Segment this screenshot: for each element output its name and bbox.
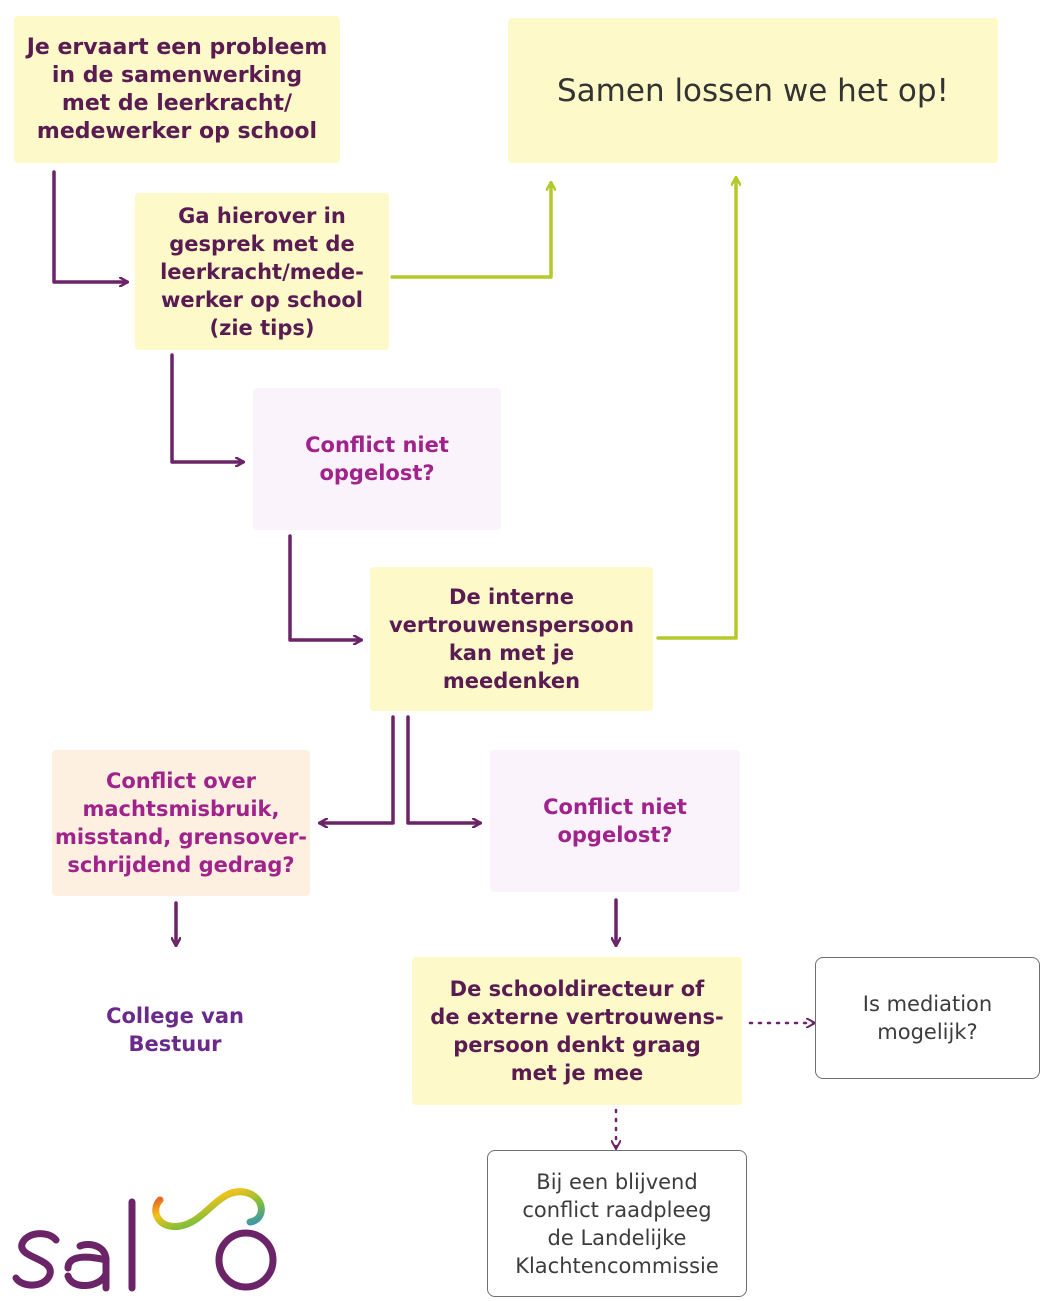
box-start-text: Je ervaart een probleem in de samenwerki… [26, 34, 328, 144]
box-internal-text: De interne vertrouwenspersoon kan met je… [388, 585, 635, 693]
arrow-internal-to-not-solved-2 [406, 715, 480, 823]
box-solved: Samen lossen we het op! [508, 18, 998, 163]
box-commission: Bij een blijvend conflict raadpleeg de L… [487, 1150, 747, 1297]
box-abuse: Conflict over machtsmisbruik, misstand, … [52, 750, 310, 896]
box-abuse-text: Conflict over machtsmisbruik, misstand, … [54, 769, 308, 877]
box-talk: Ga hierover in gesprek met de leerkracht… [135, 193, 389, 350]
arrow-not-solved-to-internal [288, 534, 361, 640]
arrow-talk-to-not-solved [170, 353, 243, 462]
arrow-internal-to-abuse [320, 715, 395, 823]
box-board-text: College van Bestuur [106, 1004, 244, 1056]
box-mediation: Is mediation mogelijk? [815, 957, 1040, 1079]
box-not-solved-2: Conflict niet opgelost? [490, 750, 740, 892]
box-solved-text: Samen lossen we het op! [557, 72, 949, 109]
arrow-internal-to-solved [656, 178, 736, 640]
arrow-talk-to-solved [390, 183, 551, 279]
box-not-solved-2-text: Conflict niet opgelost? [543, 795, 687, 847]
box-director: De schooldirecteur of de externe vertrou… [412, 957, 742, 1105]
box-internal: De interne vertrouwenspersoon kan met je… [370, 567, 653, 711]
arrow-start-to-talk [52, 170, 127, 282]
box-commission-text: Bij een blijvend conflict raadpleeg de L… [515, 1169, 719, 1278]
box-talk-text: Ga hierover in gesprek met de leerkracht… [160, 203, 364, 340]
box-director-text: De schooldirecteur of de externe vertrou… [430, 977, 724, 1085]
box-start: Je ervaart een probleem in de samenwerki… [14, 16, 340, 163]
box-not-solved-1: Conflict niet opgelost? [253, 388, 501, 530]
salto-logo [12, 1188, 277, 1292]
box-not-solved-1-text: Conflict niet opgelost? [305, 433, 449, 485]
box-board: College van Bestuur [70, 990, 280, 1070]
box-mediation-text: Is mediation mogelijk? [862, 992, 993, 1044]
